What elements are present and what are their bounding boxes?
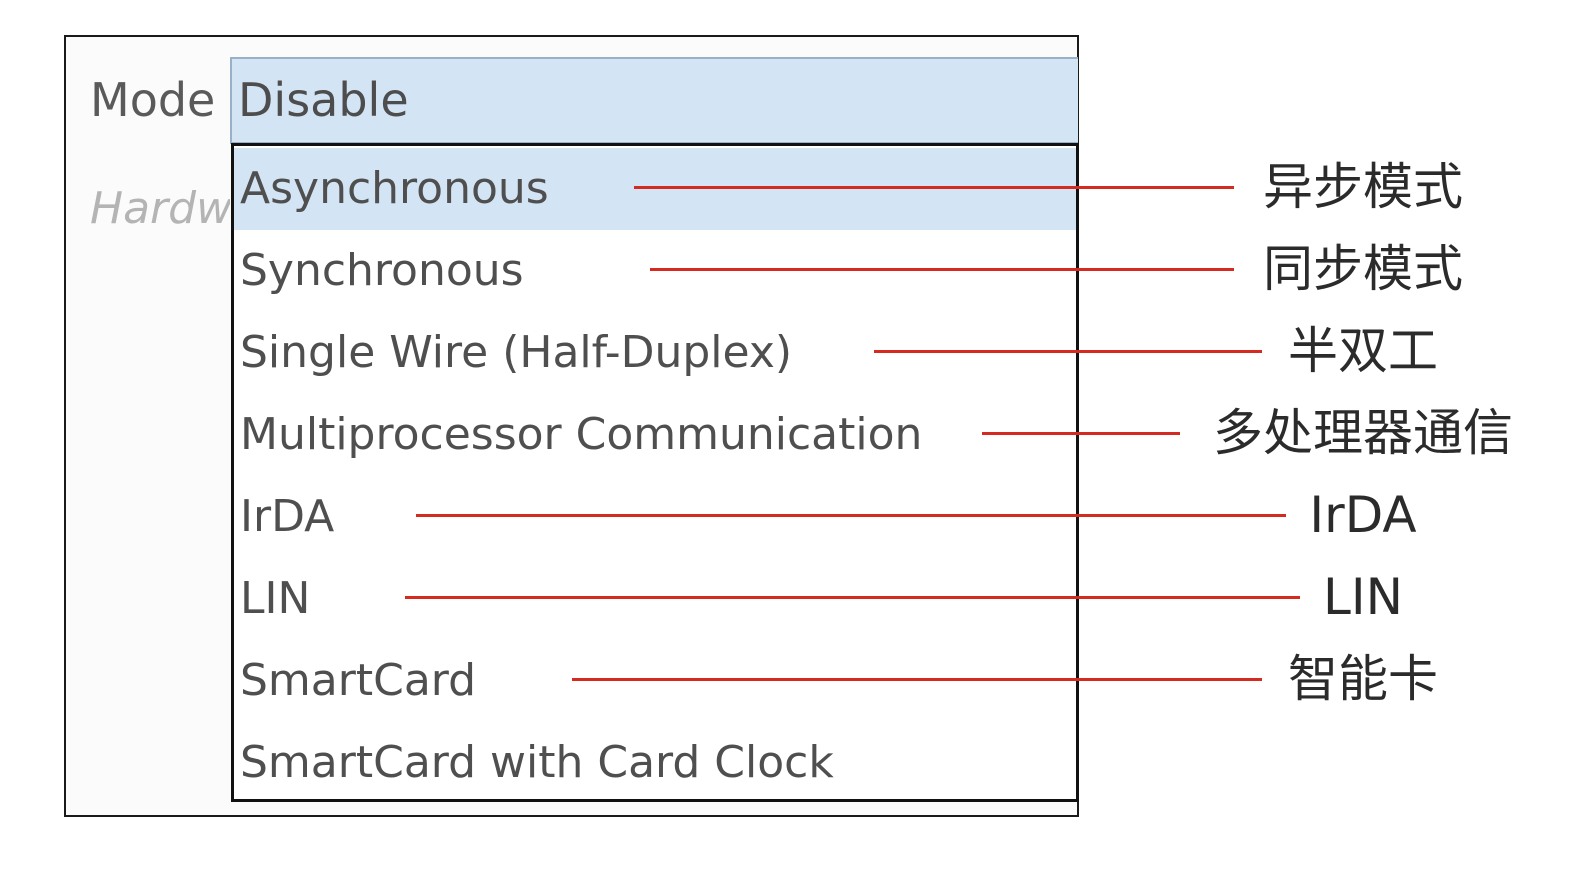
dropdown-option-smartcard[interactable]: SmartCard	[240, 655, 477, 706]
annotation-multiprocessor: 多处理器通信	[1213, 404, 1513, 462]
annotation-smartcard: 智能卡	[1288, 650, 1438, 708]
connector-line-asynchronous	[634, 186, 1234, 189]
connector-line-irda	[416, 514, 1286, 517]
connector-line-half-duplex	[874, 350, 1262, 353]
annotation-synchronous: 同步模式	[1263, 240, 1463, 298]
dropdown-option-smartcard-clock[interactable]: SmartCard with Card Clock	[240, 737, 834, 788]
hardware-flow-control-label: Hardware	[90, 183, 230, 234]
mode-dropdown-list: Asynchronous Synchronous Single Wire (Ha…	[231, 143, 1079, 802]
connector-line-lin	[405, 596, 1300, 599]
connector-line-smartcard	[572, 678, 1262, 681]
dropdown-option-irda[interactable]: IrDA	[240, 491, 335, 542]
mode-label: Mode	[90, 73, 216, 127]
dropdown-option-synchronous[interactable]: Synchronous	[240, 245, 524, 296]
mode-select-value: Disable	[238, 73, 409, 127]
annotation-asynchronous: 异步模式	[1263, 158, 1463, 216]
annotation-half-duplex: 半双工	[1288, 322, 1438, 380]
connector-line-synchronous	[650, 268, 1234, 271]
annotation-irda: IrDA	[1309, 486, 1417, 544]
dropdown-option-asynchronous[interactable]: Asynchronous	[234, 148, 1076, 230]
dropdown-option-multiprocessor[interactable]: Multiprocessor Communication	[240, 409, 923, 460]
mode-select[interactable]: Disable	[230, 57, 1078, 144]
connector-line-multiprocessor	[982, 432, 1180, 435]
dropdown-option-single-wire[interactable]: Single Wire (Half-Duplex)	[240, 327, 793, 378]
dropdown-option-lin[interactable]: LIN	[240, 573, 311, 624]
annotation-lin: LIN	[1322, 568, 1403, 626]
